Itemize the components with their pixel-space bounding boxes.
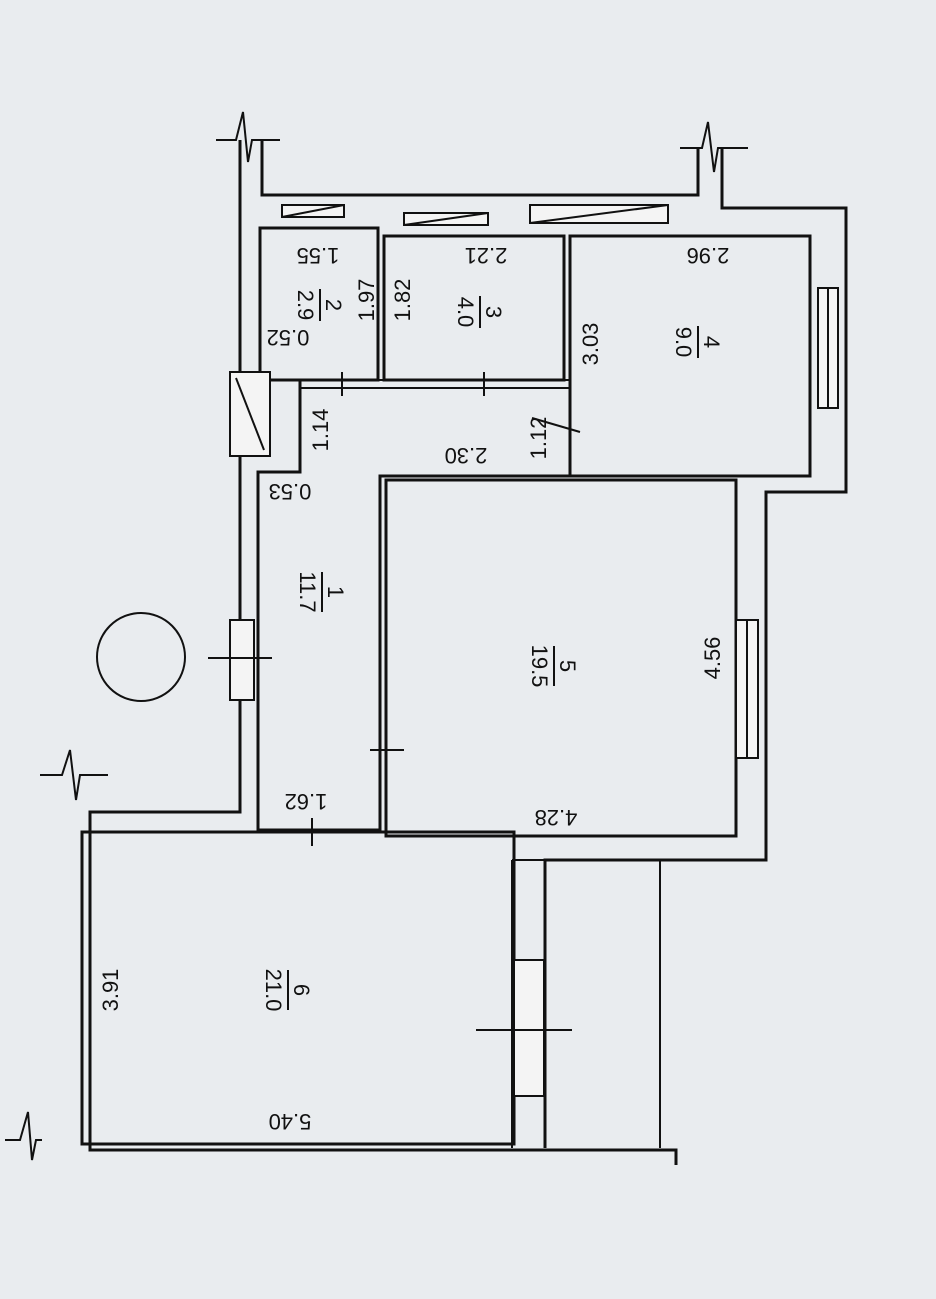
room-area: 11.7 [295,571,320,612]
dim-3-03: 3.03 [578,323,603,366]
dim-0-53: 0.53 [269,479,312,504]
dim-4-56: 4.56 [700,637,725,680]
wall-break-bottom-left [5,1111,42,1161]
room-area: 21.0 [261,969,286,1012]
room-area: 9.0 [671,327,696,358]
dim-0-52: 0.52 [267,325,310,350]
wall-break-top-left [216,111,280,163]
room-number: 1 [323,586,348,598]
room-number: 4 [699,336,724,348]
dim-2-30: 2.30 [445,443,488,468]
dim-1-62: 1.62 [285,789,328,814]
wall-break-mid-left [40,749,108,801]
dim-1-14: 1.14 [308,409,333,452]
room-number: 6 [289,984,314,996]
room-label-5: 5 19.5 [527,645,580,688]
dim-2-96: 2.96 [687,243,730,268]
riser-circle-icon [96,612,186,702]
room-number: 2 [321,299,346,311]
exterior-walls [88,140,848,1165]
entrance-door-opening [229,619,255,701]
room-label-1: 1 11.7 [295,571,348,612]
room-area: 2.9 [293,290,318,321]
dim-1-97: 1.97 [354,279,379,322]
room-label-3: 3 4.0 [453,296,506,328]
room-area: 4.0 [453,297,478,328]
room-label-4: 4 9.0 [671,326,724,358]
wall-break-top-right [680,121,748,173]
room-number: 5 [555,660,580,672]
room-4-outline [568,234,812,478]
dim-3-91: 3.91 [98,969,123,1012]
room-area: 19.5 [527,645,552,688]
room-label-6: 6 21.0 [261,969,314,1012]
dim-1-55: 1.55 [297,243,340,268]
dim-5-40: 5.40 [269,1109,312,1134]
dim-2-21: 2.21 [465,243,508,268]
room-number: 3 [481,306,506,318]
balcony-door-room-6 [513,959,545,1097]
room-label-2: 2 2.9 [293,289,346,321]
dim-1-12: 1.12 [526,417,551,460]
dim-4-28: 4.28 [535,805,578,830]
room-5-outline [384,478,738,838]
dim-1-82: 1.82 [390,279,415,322]
door-markers [208,372,581,1031]
